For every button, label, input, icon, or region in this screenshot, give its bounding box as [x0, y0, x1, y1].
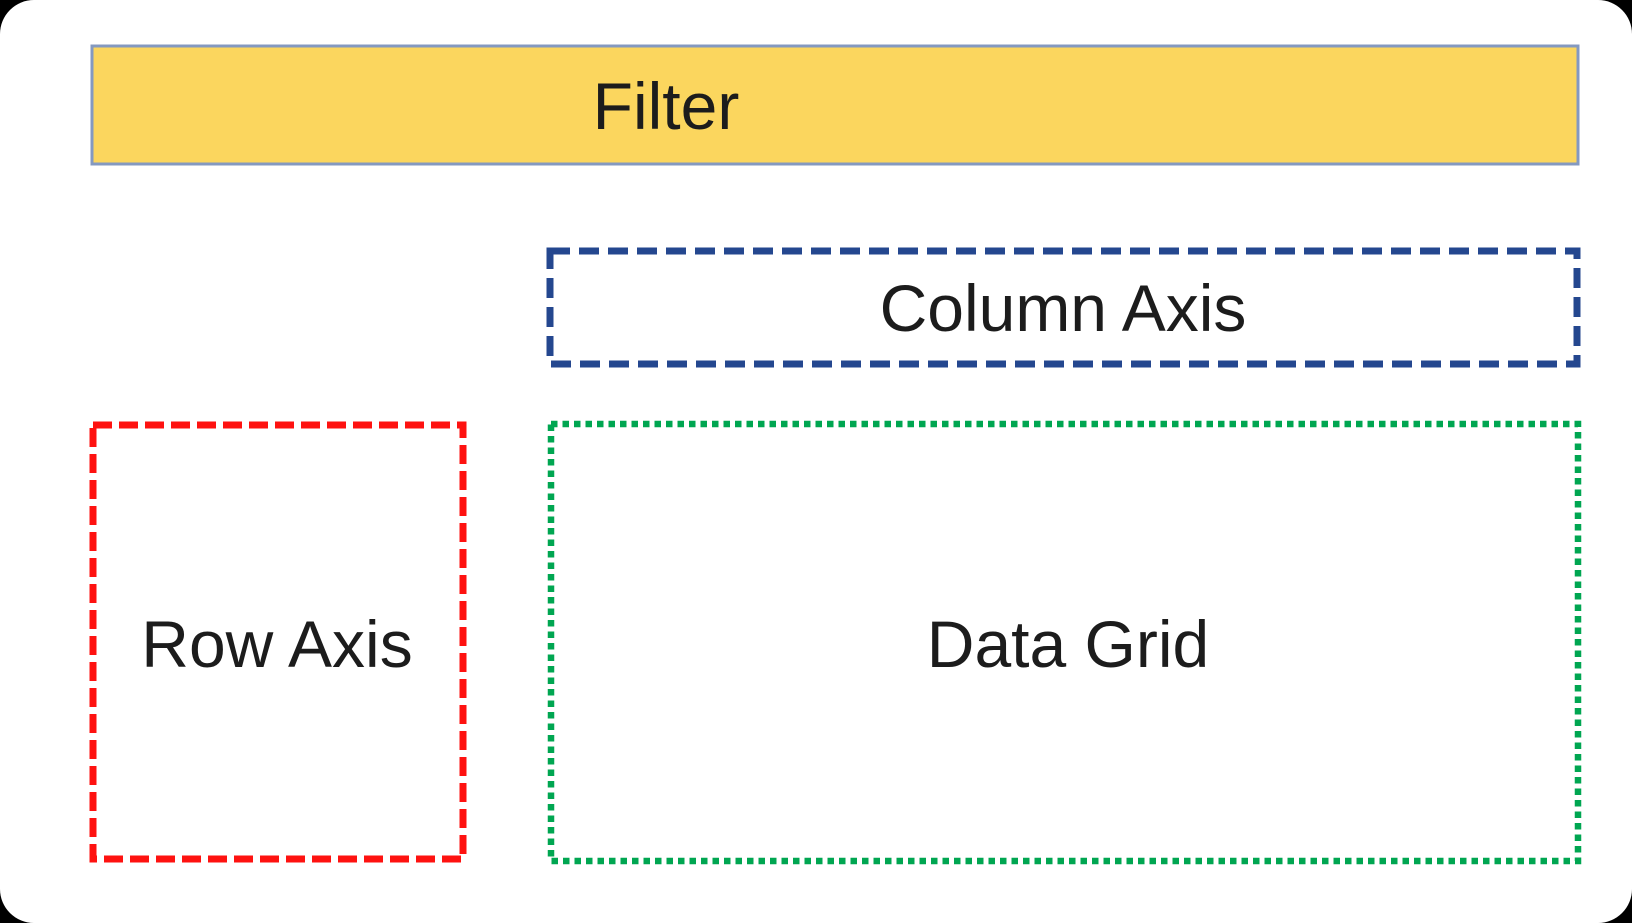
filter-label: Filter: [592, 69, 740, 143]
data-grid-box: [547, 420, 1582, 865]
row-axis-label: Row Axis: [141, 607, 413, 681]
data-grid-label: Data Grid: [926, 607, 1210, 681]
column-axis-box: [546, 247, 1581, 368]
row-axis-box: [89, 421, 467, 863]
column-axis-label: Column Axis: [879, 271, 1247, 345]
filter-box: [90, 44, 1580, 166]
